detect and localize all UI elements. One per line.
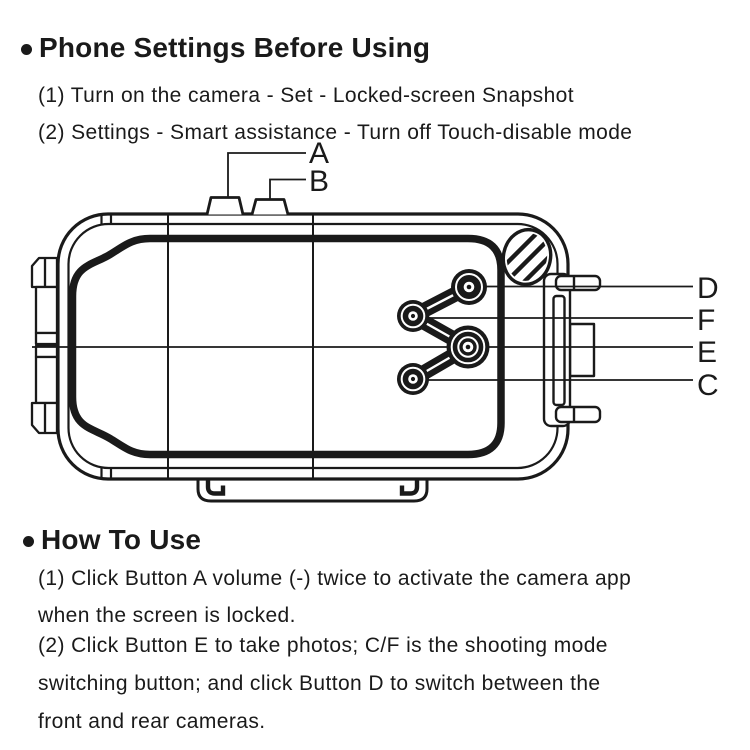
- instruction-line: (2) Settings - Smart assistance - Turn o…: [38, 121, 633, 144]
- callout-b: [269, 178, 306, 200]
- bullet-icon: [23, 535, 34, 547]
- callout-lines: [32, 152, 693, 381]
- label-e: E: [697, 336, 717, 369]
- screen-gasket: [68, 234, 505, 459]
- instruction-line: (2) Click Button E to take photos; C/F i…: [38, 634, 608, 657]
- howto-heading-label: How To Use: [41, 524, 202, 555]
- left-latch: [30, 256, 59, 435]
- instruction-line: switching button; and click Button D to …: [38, 672, 601, 695]
- shutter-linkage: [405, 279, 477, 387]
- bullet-icon: [21, 43, 32, 55]
- settings-instructions: (1) Turn on the camera - Set - Locked-sc…: [38, 77, 632, 151]
- top-buttons: [205, 196, 290, 215]
- right-hook-icon: [399, 480, 420, 496]
- instruction-line: (1) Turn on the camera - Set - Locked-sc…: [38, 84, 574, 107]
- bottom-mount-bar: [196, 479, 429, 503]
- button-f: [397, 300, 429, 332]
- button-e: [446, 325, 490, 369]
- label-c: C: [697, 369, 719, 402]
- volume-button-a: [205, 196, 245, 215]
- howto-heading: How To Use: [23, 524, 201, 556]
- settings-heading-label: Phone Settings Before Using: [39, 32, 431, 63]
- button-d: [451, 269, 487, 305]
- right-latch: [542, 272, 602, 428]
- label-b: B: [309, 165, 329, 198]
- left-hook-icon: [205, 480, 226, 496]
- label-a: A: [309, 137, 329, 170]
- howto-step2: (2) Click Button E to take photos; C/F i…: [38, 627, 608, 741]
- instruction-line: front and rear cameras.: [38, 710, 266, 733]
- callout-a: [227, 152, 306, 198]
- button-c: [397, 363, 429, 395]
- label-d: D: [697, 272, 719, 305]
- howto-step1: (1) Click Button A volume (-) twice to a…: [38, 560, 631, 634]
- settings-heading: Phone Settings Before Using: [21, 32, 430, 64]
- volume-button-b: [250, 198, 290, 215]
- label-f: F: [697, 304, 715, 337]
- instruction-line: when the screen is locked.: [38, 604, 296, 627]
- diagram-labels: A B D F E C: [309, 137, 719, 402]
- instruction-line: (1) Click Button A volume (-) twice to a…: [38, 567, 632, 590]
